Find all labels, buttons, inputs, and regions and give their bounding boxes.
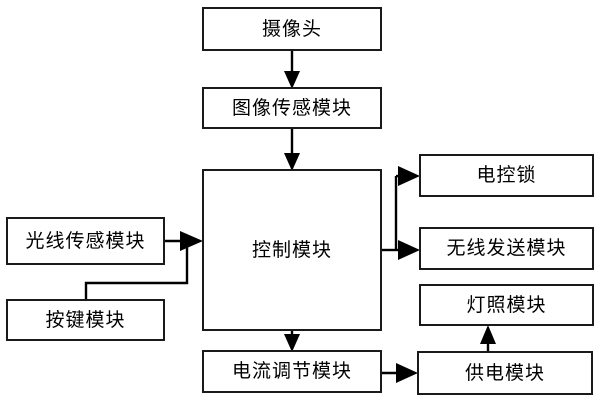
node-light-sensor-label: 光线传感模块 <box>25 229 146 252</box>
edge-light-sensor-to-control <box>165 231 203 251</box>
node-wireless-tx[interactable]: 无线发送模块 <box>419 227 594 270</box>
node-image-sensor[interactable]: 图像传感模块 <box>202 87 382 129</box>
edge-control-to-wireless-tx <box>396 240 420 260</box>
node-current-regulator[interactable]: 电流调节模块 <box>202 350 382 393</box>
node-control-label: 控制模块 <box>251 238 332 261</box>
node-light-sensor[interactable]: 光线传感模块 <box>6 217 165 265</box>
edge-image-sensor-to-control <box>284 129 300 171</box>
edge-camera-to-image-sensor <box>284 51 300 89</box>
node-camera-label: 摄像头 <box>261 17 322 40</box>
edge-current-regulator-to-power-supply <box>382 363 418 383</box>
node-power-supply[interactable]: 供电模块 <box>417 351 593 395</box>
node-lighting[interactable]: 灯照模块 <box>419 284 594 326</box>
edge-button-to-control <box>84 241 189 299</box>
node-power-supply-label: 供电模块 <box>464 361 545 384</box>
node-camera[interactable]: 摄像头 <box>202 7 382 51</box>
node-image-sensor-label: 图像传感模块 <box>231 96 352 119</box>
node-electric-lock[interactable]: 电控锁 <box>419 154 594 197</box>
node-control[interactable]: 控制模块 <box>202 169 382 331</box>
node-button[interactable]: 按键模块 <box>6 299 165 341</box>
node-button-label: 按键模块 <box>45 308 126 331</box>
node-lighting-label: 灯照模块 <box>466 293 547 316</box>
node-electric-lock-label: 电控锁 <box>476 164 537 186</box>
node-current-regulator-label: 电流调节模块 <box>231 360 352 382</box>
edge-control-right-bus <box>382 176 398 252</box>
node-wireless-tx-label: 无线发送模块 <box>446 237 567 259</box>
edge-power-supply-to-lighting <box>480 325 496 351</box>
edge-control-to-current-regulator <box>284 331 300 352</box>
edge-control-to-electric-lock <box>396 166 420 186</box>
